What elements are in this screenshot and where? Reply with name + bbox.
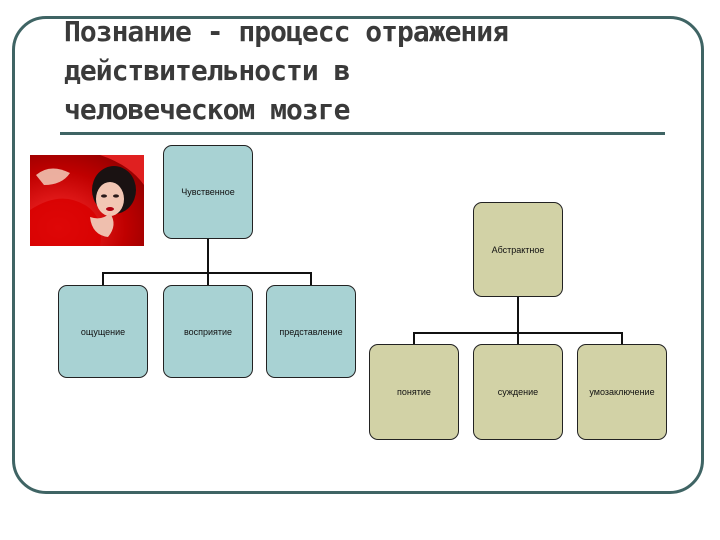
connector — [310, 272, 312, 286]
sensory-child-node: ощущение — [58, 285, 148, 378]
connector — [207, 239, 209, 273]
abstract-child-label: понятие — [397, 387, 431, 397]
abstract-child-node: суждение — [473, 344, 563, 440]
slide-frame — [12, 16, 704, 494]
connector — [517, 297, 519, 333]
abstract-child-node: умозаключение — [577, 344, 667, 440]
sensory-child-label: ощущение — [80, 326, 126, 337]
sensory-child-node: представление — [266, 285, 356, 378]
connector — [207, 272, 209, 286]
abstract-child-node: понятие — [369, 344, 459, 440]
sensory-root-node: Чувственное — [163, 145, 253, 239]
sensory-root-label: Чувственное — [181, 187, 235, 197]
title-line-3: человеческом мозге — [64, 93, 350, 126]
sensory-child-label: восприятие — [183, 326, 233, 337]
sensory-child-label: представление — [279, 326, 343, 337]
slide-title: Познание - процесс отражения действитель… — [64, 12, 684, 129]
connector — [621, 332, 623, 345]
abstract-child-label: суждение — [497, 387, 539, 397]
title-underline — [60, 132, 665, 135]
abstract-root-label: Абстрактное — [491, 244, 545, 255]
abstract-root-node: Абстрактное — [473, 202, 563, 297]
title-line-1: Познание - процесс отражения — [64, 15, 509, 48]
abstract-child-label: умозаключение — [589, 387, 655, 397]
connector — [413, 332, 415, 345]
connector — [517, 332, 519, 345]
title-line-2: действительности в — [64, 54, 350, 87]
connector — [102, 272, 104, 286]
sensory-child-node: восприятие — [163, 285, 253, 378]
woman-photo — [30, 155, 144, 246]
